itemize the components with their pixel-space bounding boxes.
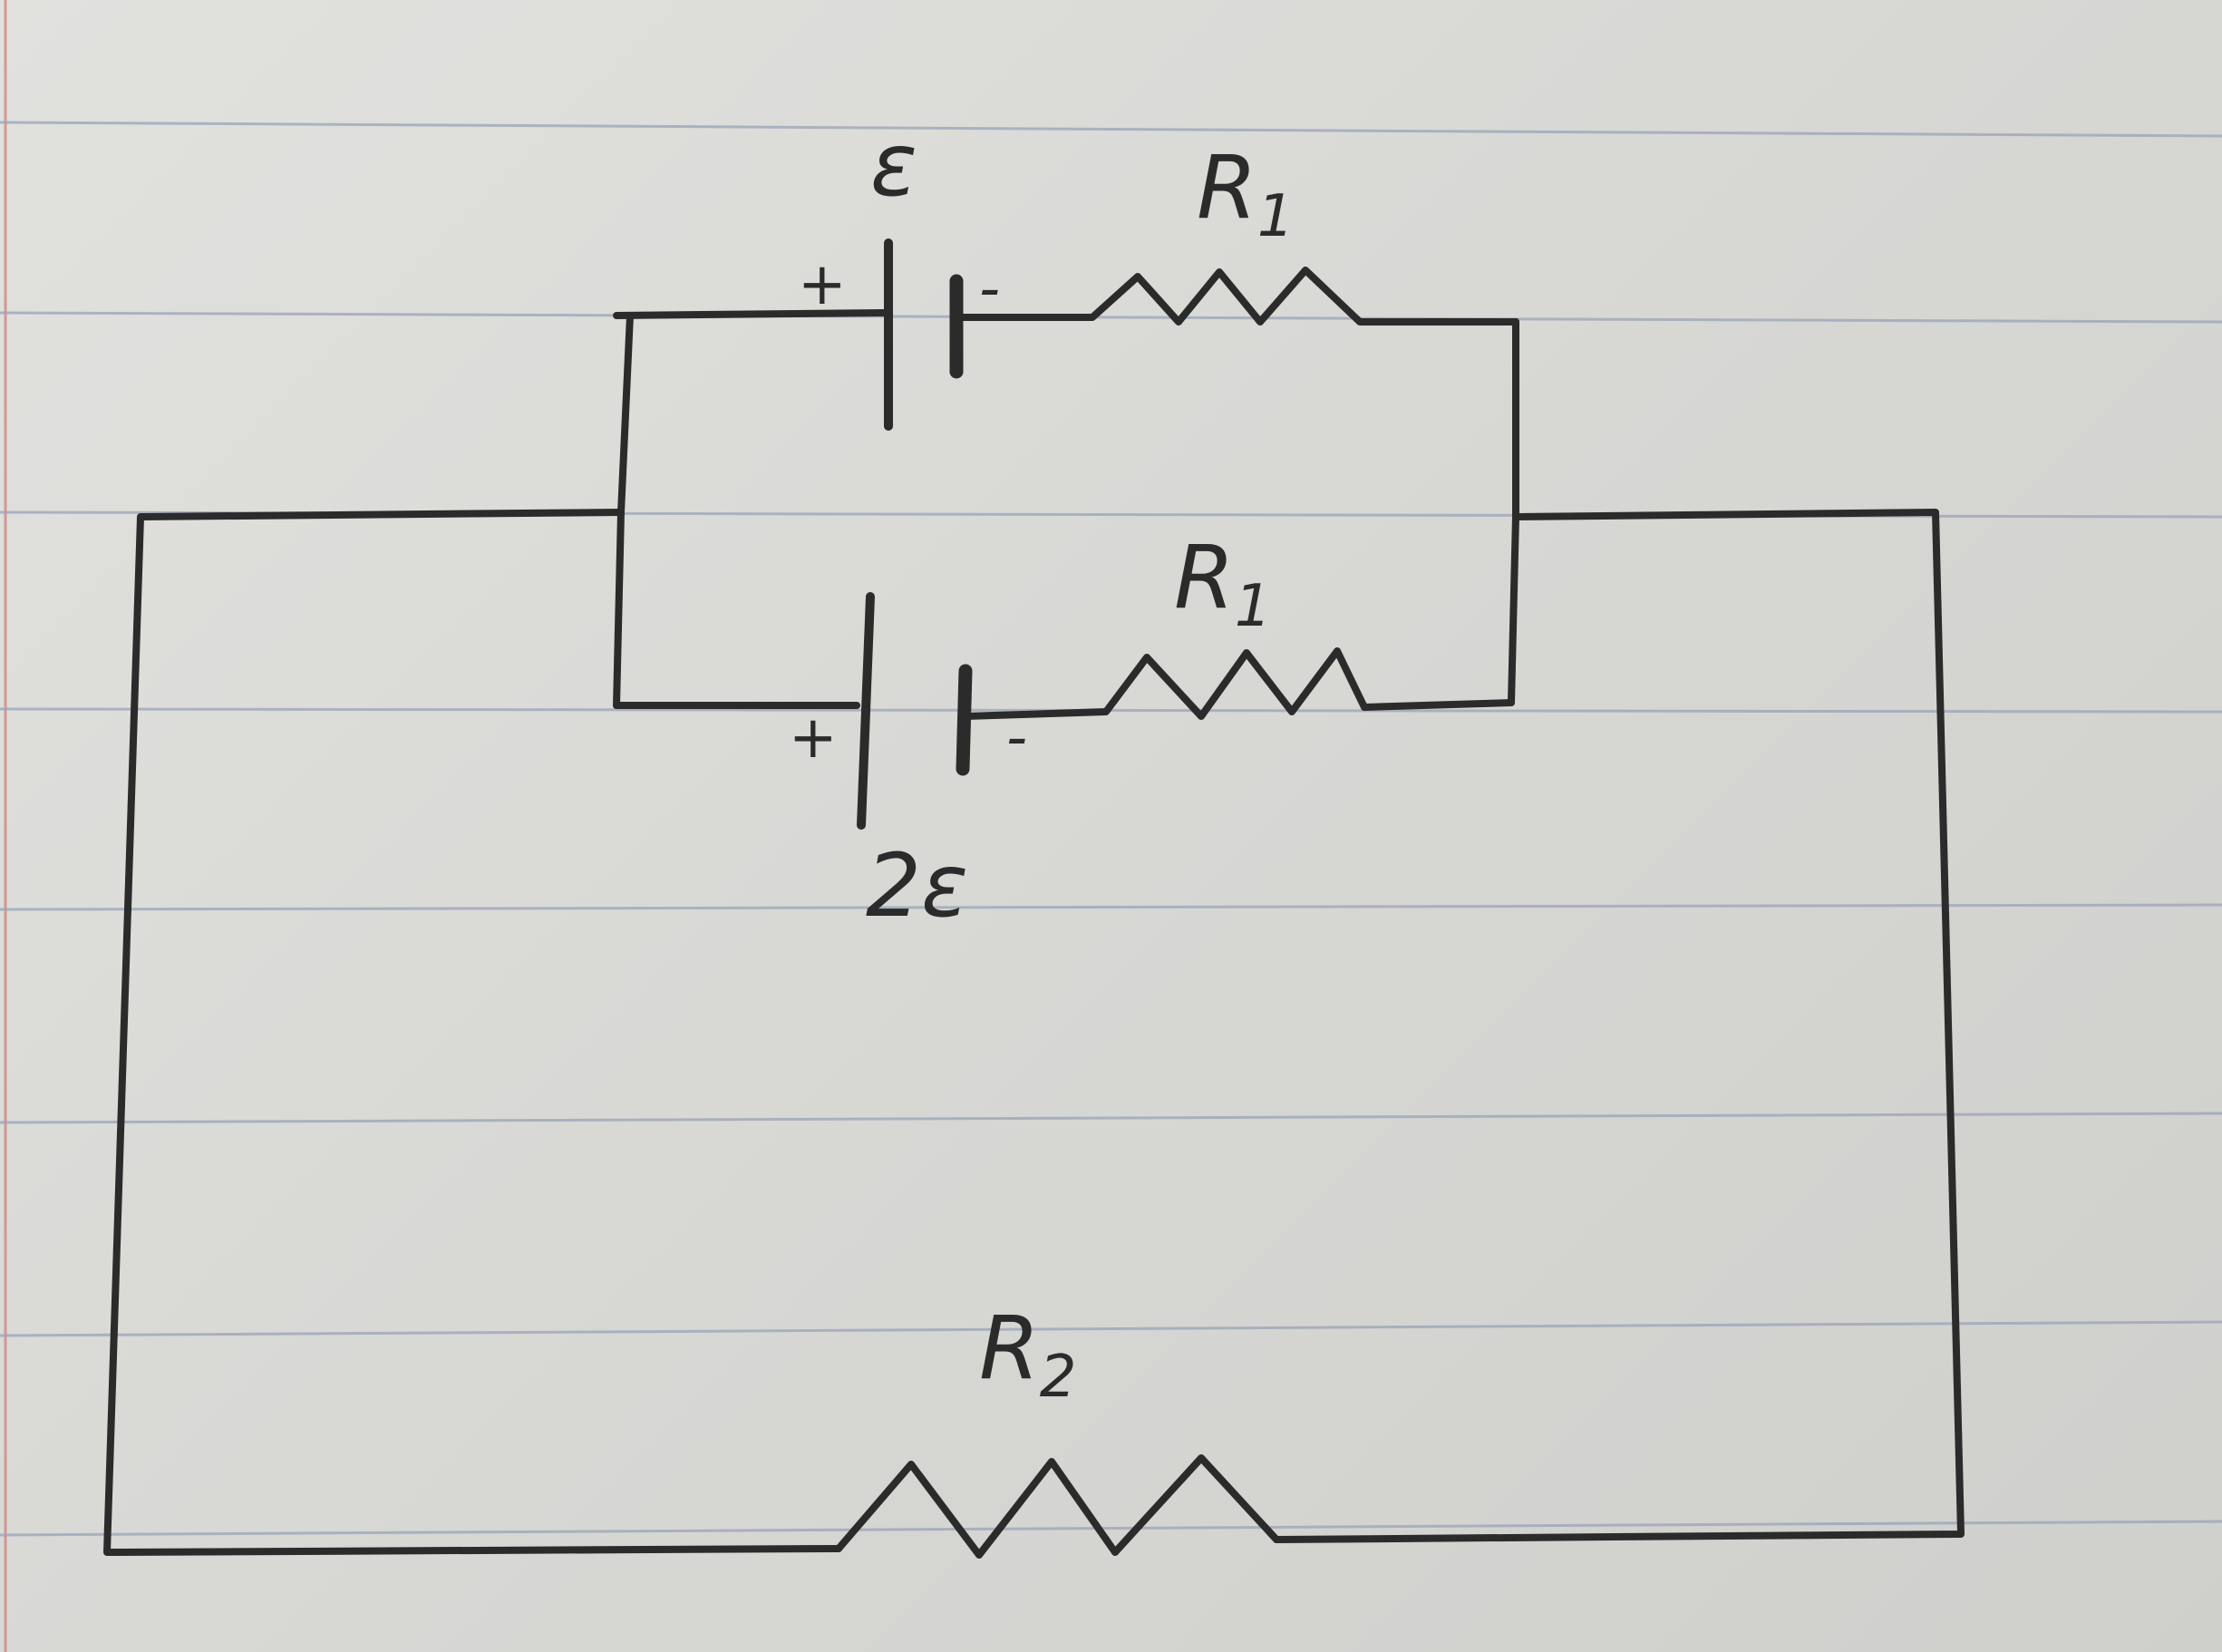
battery-bottom-short-plate bbox=[956, 664, 973, 776]
resistor-r2-label: R2 bbox=[979, 1297, 1076, 1411]
ruled-line bbox=[0, 903, 2222, 911]
battery-bottom-plus: + bbox=[789, 705, 838, 772]
parallel-left-wire bbox=[613, 312, 634, 709]
ruled-line bbox=[0, 1320, 2222, 1337]
emf-top-label: ε bbox=[870, 114, 917, 216]
resistor-r1-bottom-label: R1 bbox=[1174, 527, 1271, 640]
battery-bottom-long-plate bbox=[857, 592, 875, 830]
parallel-right-wire bbox=[1508, 318, 1519, 706]
ruled-line bbox=[0, 1112, 2222, 1124]
resistor-r1-top bbox=[957, 267, 1519, 326]
top-branch-wire-left bbox=[613, 309, 888, 319]
battery-top-plus: + bbox=[798, 251, 847, 318]
battery-bottom-minus: - bbox=[1006, 705, 1027, 772]
emf-bottom-label: 2ε bbox=[866, 835, 968, 937]
resistor-r2 bbox=[835, 1454, 1280, 1559]
ruled-line bbox=[0, 311, 2222, 324]
ruled-line bbox=[0, 121, 2222, 138]
battery-top-minus: - bbox=[979, 256, 1000, 323]
resistor-r1-top-label: R1 bbox=[1197, 137, 1294, 250]
ruled-line bbox=[0, 1520, 2222, 1537]
outer-loop-wire bbox=[103, 509, 842, 1556]
resistor-r1-bottom bbox=[962, 647, 1515, 720]
outer-loop-wire-right bbox=[1273, 509, 1965, 1543]
